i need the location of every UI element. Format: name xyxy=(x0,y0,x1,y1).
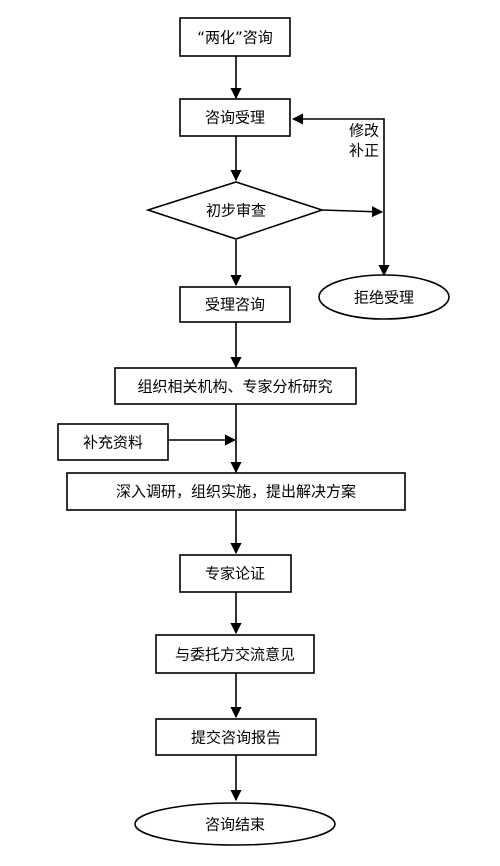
node-end-label: 咨询结束 xyxy=(205,816,265,834)
node-consult-label: “两化”咨询 xyxy=(197,29,273,47)
edge-label-revise-1: 修改 xyxy=(349,122,379,140)
node-consult: “两化”咨询 xyxy=(179,17,291,57)
node-reject-label: 拒绝受理 xyxy=(354,289,414,307)
edges xyxy=(168,56,390,802)
node-accept-label: 咨询受理 xyxy=(205,109,265,127)
node-report: 提交咨询报告 xyxy=(155,718,317,756)
node-supplement-label: 补充资料 xyxy=(83,434,143,452)
node-expert: 专家论证 xyxy=(179,554,292,593)
edge-label-revise-2: 补正 xyxy=(349,142,379,160)
node-investigate: 深入调研，组织实施，提出解决方案 xyxy=(66,472,406,511)
node-supplement: 补充资料 xyxy=(57,423,169,461)
node-exchange: 与委托方交流意见 xyxy=(155,634,315,674)
node-review: 初步审查 xyxy=(145,181,325,240)
node-exchange-label: 与委托方交流意见 xyxy=(175,646,295,664)
node-report-label: 提交咨询报告 xyxy=(191,729,281,747)
node-accept: 咨询受理 xyxy=(179,98,291,137)
node-review-label: 初步审查 xyxy=(206,202,266,220)
node-investigate-label: 深入调研，组织实施，提出解决方案 xyxy=(116,483,356,501)
node-accepted: 受理咨询 xyxy=(179,286,291,323)
node-organize: 组织相关机构、专家分析研究 xyxy=(114,367,357,405)
node-organize-label: 组织相关机构、专家分析研究 xyxy=(137,378,332,396)
node-accepted-label: 受理咨询 xyxy=(205,296,265,314)
node-end: 咨询结束 xyxy=(134,802,336,846)
edge-review-right xyxy=(321,206,384,218)
edge-revise-loop xyxy=(291,113,385,212)
node-expert-label: 专家论证 xyxy=(205,565,265,583)
node-reject: 拒绝受理 xyxy=(318,274,450,320)
